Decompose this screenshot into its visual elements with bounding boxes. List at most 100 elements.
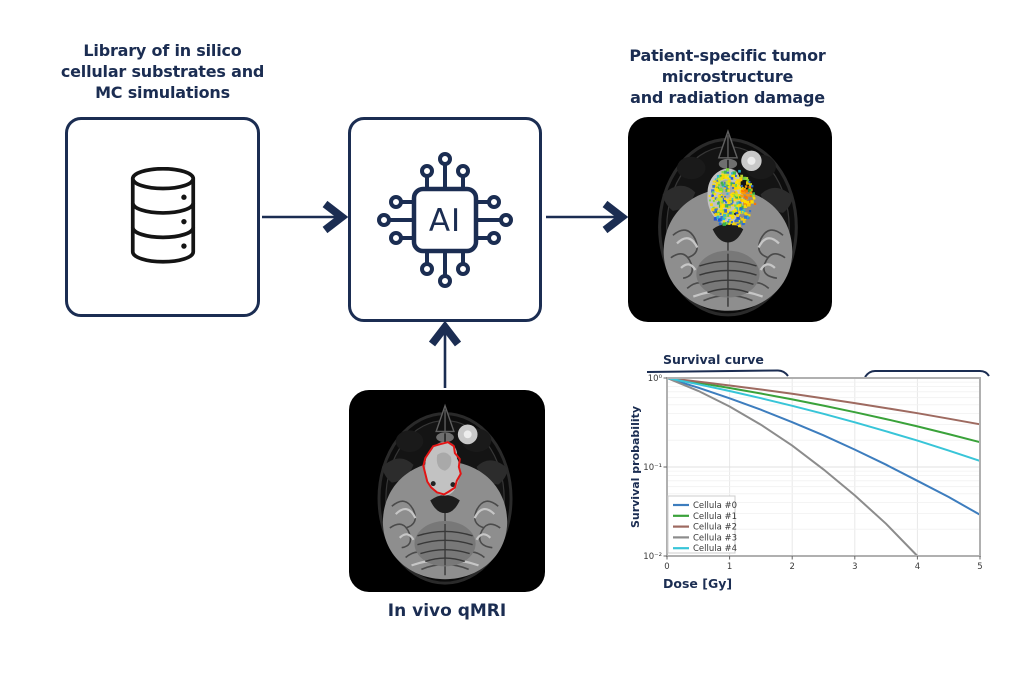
heatmap-voxel — [724, 204, 729, 208]
heatmap-voxel — [738, 203, 742, 207]
legend-label: Cellula #4 — [693, 544, 737, 554]
heatmap-voxel — [727, 185, 731, 189]
qmri-image — [349, 390, 545, 592]
heatmap-voxel — [725, 201, 728, 204]
heatmap-voxel — [720, 175, 722, 177]
heatmap-voxel — [740, 184, 743, 188]
heatmap-voxel — [711, 194, 714, 198]
heatmap-voxel — [722, 209, 725, 212]
heatmap-voxel — [735, 207, 739, 211]
heatmap-voxel — [744, 189, 748, 193]
heatmap-voxel — [715, 184, 718, 187]
heatmap-voxel — [722, 217, 726, 221]
heatmap-voxel — [741, 222, 745, 226]
heatmap-voxel — [742, 191, 746, 195]
heatmap-voxel — [738, 201, 742, 205]
heatmap-voxel — [733, 184, 738, 188]
heatmap-voxel — [728, 222, 731, 226]
heatmap-voxel — [744, 212, 748, 216]
heatmap-voxel — [743, 199, 747, 204]
heatmap-voxel — [728, 205, 731, 209]
heatmap-voxel — [730, 221, 733, 224]
heatmap-voxel — [745, 193, 748, 196]
heatmap-voxel — [716, 202, 720, 205]
heatmap-voxel — [724, 221, 728, 225]
heatmap-voxel — [734, 181, 739, 185]
heatmap-voxel — [732, 186, 736, 189]
heatmap-voxel — [736, 178, 739, 182]
tumor-heatmap-overlay — [708, 168, 757, 228]
heatmap-voxel — [708, 199, 711, 202]
heatmap-voxel — [717, 209, 720, 212]
heatmap-voxel — [732, 204, 735, 207]
database-icon — [130, 167, 195, 264]
heatmap-voxel — [747, 194, 750, 197]
heatmap-voxel — [718, 198, 722, 202]
heatmap-voxel — [721, 183, 724, 186]
heatmap-voxel — [721, 199, 724, 202]
heatmap-voxel — [742, 188, 746, 191]
heatmap-voxel — [710, 203, 713, 207]
legend-label: Cellula #0 — [693, 501, 737, 511]
heatmap-voxel — [738, 186, 742, 190]
heatmap-voxel — [730, 177, 734, 180]
heatmap-voxel — [735, 195, 739, 199]
heatmap-voxel — [743, 176, 747, 180]
heatmap-voxel — [717, 194, 721, 198]
heatmap-voxel — [730, 203, 733, 206]
heatmap-voxel — [715, 182, 719, 185]
heatmap-voxel — [740, 174, 744, 178]
heatmap-voxel — [738, 182, 741, 186]
heatmap-voxel — [736, 205, 740, 209]
heatmap-voxel — [727, 183, 730, 186]
heatmap-voxel — [726, 192, 729, 195]
heatmap-voxel — [720, 194, 723, 197]
heatmap-voxel — [736, 216, 740, 220]
heatmap-voxel — [741, 187, 744, 191]
heatmap-voxel — [728, 211, 732, 215]
heatmap-voxel — [716, 179, 719, 182]
heatmap-voxel — [714, 212, 718, 216]
heatmap-voxel — [736, 175, 739, 178]
heatmap-voxel — [739, 196, 742, 199]
heatmap-voxel — [737, 194, 740, 197]
heatmap-voxel — [747, 188, 752, 192]
heatmap-voxel — [734, 175, 737, 177]
heatmap-voxel — [731, 174, 735, 179]
heatmap-voxel — [721, 173, 724, 177]
heatmap-voxel — [746, 179, 750, 182]
x-tick-label: 5 — [977, 562, 982, 572]
heatmap-voxel — [728, 197, 732, 201]
heatmap-voxel — [724, 175, 728, 179]
heatmap-voxel — [725, 188, 729, 192]
heatmap-voxel — [719, 207, 723, 211]
heatmap-voxel — [731, 194, 734, 198]
heatmap-voxel — [712, 180, 715, 183]
heatmap-voxel — [711, 189, 715, 193]
heatmap-voxel — [708, 195, 711, 197]
heatmap-voxel — [743, 204, 748, 208]
heatmap-voxel — [741, 198, 745, 202]
series-line-cellula-3 — [666, 377, 919, 557]
heatmap-voxel — [716, 189, 719, 192]
heatmap-voxel — [712, 200, 715, 202]
heatmap-voxel — [738, 217, 742, 220]
heatmap-voxel — [737, 219, 741, 223]
heatmap-voxel — [723, 170, 727, 174]
heatmap-voxel — [724, 185, 727, 188]
heatmap-voxel — [741, 186, 744, 189]
heatmap-voxel — [742, 220, 746, 223]
x-tick-label: 0 — [664, 562, 669, 572]
heatmap-voxel — [720, 215, 724, 220]
heatmap-voxel — [718, 200, 722, 204]
heatmap-voxel — [743, 215, 748, 219]
legend-label: Cellula #1 — [693, 512, 737, 522]
heatmap-voxel — [727, 210, 730, 212]
heatmap-voxel — [736, 222, 739, 225]
heatmap-voxel — [750, 200, 754, 204]
heatmap-voxel — [735, 212, 739, 215]
heatmap-voxel — [725, 180, 729, 185]
ai-chip-label: AI — [429, 203, 461, 239]
